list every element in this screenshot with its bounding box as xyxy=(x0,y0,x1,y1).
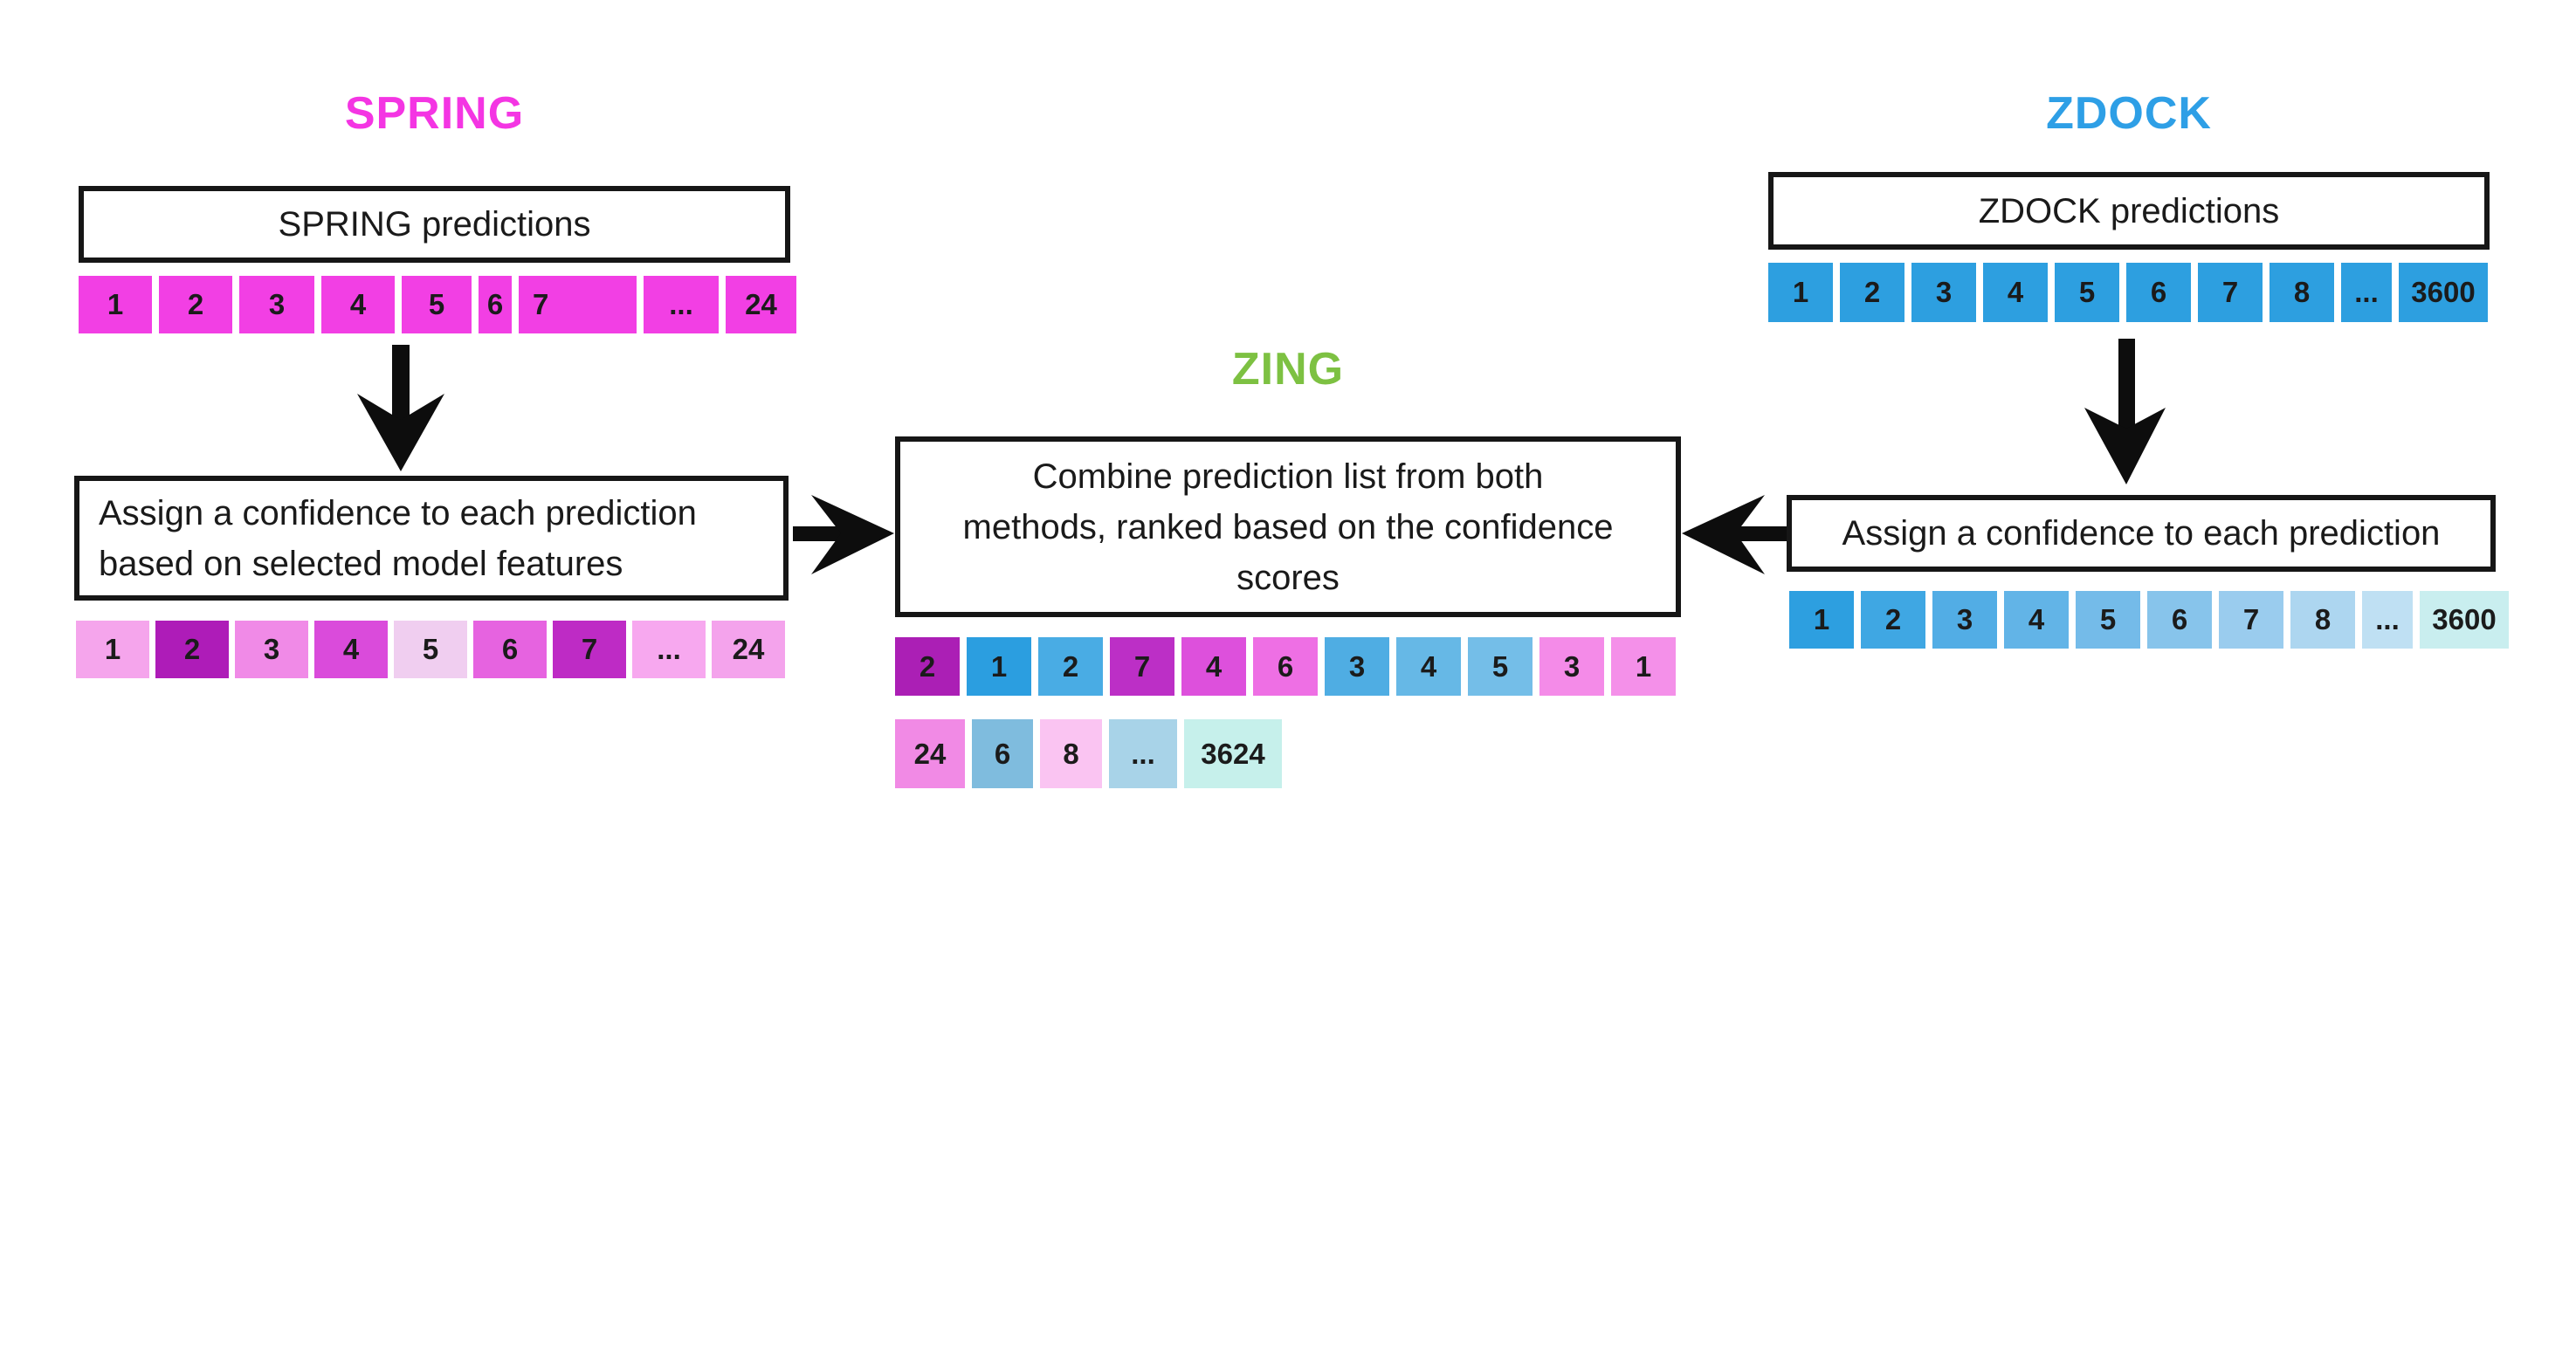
rank-cell: 4 xyxy=(1181,637,1246,696)
spring-assign-box: Assign a confidence to each prediction b… xyxy=(74,476,789,601)
rank-cell: 7 xyxy=(519,276,637,333)
rank-cell: 3624 xyxy=(1184,719,1282,788)
rank-cell: 6 xyxy=(2126,263,2191,322)
rank-cell: 4 xyxy=(314,621,388,678)
rank-cell: 5 xyxy=(2076,591,2140,649)
rank-cell: 7 xyxy=(2198,263,2263,322)
zdock-title: ZDOCK xyxy=(2046,88,2212,139)
rank-cell: 8 xyxy=(2269,263,2334,322)
rank-cell: 3600 xyxy=(2399,263,2488,322)
rank-cell: 2 xyxy=(895,637,960,696)
rank-cell: 2 xyxy=(155,621,229,678)
rank-cell: 24 xyxy=(895,719,965,788)
rank-cell: 5 xyxy=(1468,637,1533,696)
rank-cell: 4 xyxy=(1983,263,2048,322)
rank-cell: 1 xyxy=(1789,591,1854,649)
zdock-to-zing-arrow-icon xyxy=(1682,495,1787,574)
zing-combine-box: Combine prediction list from both method… xyxy=(895,436,1681,617)
spring-assign-line2: based on selected model features xyxy=(99,544,623,583)
rank-cell: 1 xyxy=(1611,637,1676,696)
rank-cell: 4 xyxy=(1396,637,1461,696)
rank-cell: 6 xyxy=(972,719,1033,788)
rank-cell: 1 xyxy=(76,621,149,678)
spring-title: SPRING xyxy=(344,88,525,139)
rank-cell: ... xyxy=(2341,263,2392,322)
rank-cell: ... xyxy=(632,621,706,678)
rank-cell: 6 xyxy=(473,621,547,678)
rank-cell: 2 xyxy=(159,276,232,333)
rank-cell: 7 xyxy=(1110,637,1174,696)
spring-predictions-box: SPRING predictions xyxy=(79,186,790,263)
rank-cell: 3 xyxy=(1932,591,1997,649)
rank-cell: 2 xyxy=(1840,263,1904,322)
rank-cell: 3 xyxy=(239,276,314,333)
zdock-predictions-label: ZDOCK predictions xyxy=(1978,191,2280,230)
rank-cell: 3 xyxy=(1911,263,1976,322)
rank-cell: ... xyxy=(1109,719,1177,788)
rank-cell: 4 xyxy=(321,276,395,333)
spring-down-arrow-icon xyxy=(357,345,444,471)
spring-predictions-label: SPRING predictions xyxy=(278,205,591,244)
spring-assign-line1: Assign a confidence to each prediction xyxy=(99,493,697,532)
rank-cell: 2 xyxy=(1861,591,1925,649)
rank-cell: ... xyxy=(644,276,719,333)
rank-cell: 5 xyxy=(394,621,467,678)
rank-cell: 1 xyxy=(79,276,152,333)
rank-cell: 2 xyxy=(1038,637,1103,696)
rank-cell: 8 xyxy=(1040,719,1102,788)
rank-cell: 5 xyxy=(402,276,472,333)
rank-cell: 1 xyxy=(1768,263,1833,322)
zdock-assign-box: Assign a confidence to each prediction xyxy=(1787,495,2496,572)
rank-cell: 1 xyxy=(967,637,1031,696)
spring-to-zing-arrow-icon xyxy=(793,495,894,574)
rank-cell: 5 xyxy=(2055,263,2119,322)
zdock-assign-line1: Assign a confidence to each prediction xyxy=(1842,514,2441,553)
rank-cell: 8 xyxy=(2290,591,2355,649)
rank-cell: 3600 xyxy=(2420,591,2509,649)
rank-cell: 7 xyxy=(2219,591,2283,649)
rank-cell: 3 xyxy=(1539,637,1604,696)
zing-combine-line2: methods, ranked based on the confidence xyxy=(962,507,1614,546)
zing-title: ZING xyxy=(1231,344,1345,395)
rank-cell: 7 xyxy=(553,621,626,678)
zdock-predictions-box: ZDOCK predictions xyxy=(1768,172,2490,250)
rank-cell: 6 xyxy=(2147,591,2212,649)
rank-cell: 6 xyxy=(1253,637,1318,696)
rank-cell: 24 xyxy=(726,276,796,333)
rank-cell: ... xyxy=(2362,591,2413,649)
rank-cell: 24 xyxy=(712,621,785,678)
rank-cell: 6 xyxy=(479,276,512,333)
zing-combine-line3: scores xyxy=(1236,558,1340,597)
rank-cell: 3 xyxy=(1325,637,1389,696)
rank-cell: 3 xyxy=(235,621,308,678)
rank-cell: 4 xyxy=(2004,591,2069,649)
zing-combine-line1: Combine prediction list from both xyxy=(1032,457,1544,496)
zdock-down-arrow-icon xyxy=(2084,339,2166,484)
